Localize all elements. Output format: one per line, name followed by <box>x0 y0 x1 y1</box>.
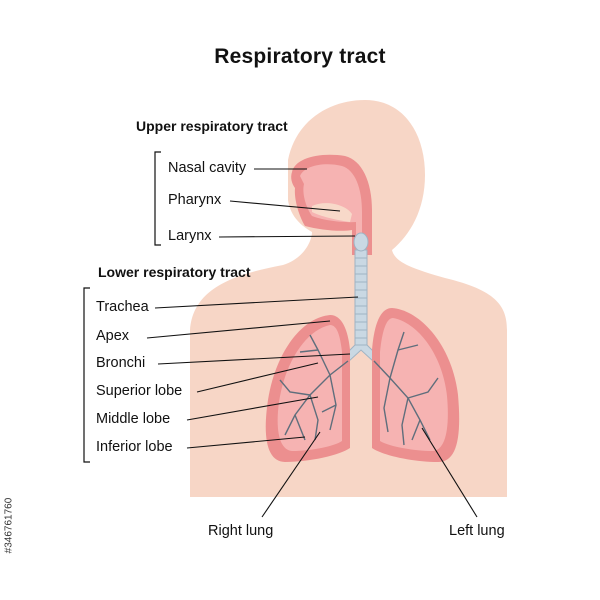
trachea-shape <box>339 232 383 363</box>
leader-larynx <box>218 235 356 238</box>
label-trachea: Trachea <box>96 299 149 315</box>
leader-inferior-lobe <box>186 436 306 449</box>
leader-bronchi <box>157 353 351 365</box>
label-bronchi: Bronchi <box>96 355 146 371</box>
label-nasal-cavity: Nasal cavity <box>168 160 247 176</box>
leader-trachea <box>154 296 359 309</box>
lower-tract-heading: Lower respiratory tract <box>98 264 251 280</box>
leader-left-lung <box>421 427 478 518</box>
label-apex: Apex <box>96 328 130 344</box>
lower-bracket <box>83 287 90 463</box>
head-airway <box>291 154 372 255</box>
leader-apex <box>146 320 331 339</box>
leader-superior-lobe <box>196 362 319 393</box>
upper-bracket <box>154 151 161 246</box>
leader-lines <box>146 168 478 518</box>
leader-right-lung <box>261 431 321 518</box>
stock-id: #346761760 <box>2 462 16 592</box>
stock-id-text: #346761760 <box>3 497 15 554</box>
label-larynx: Larynx <box>168 228 212 244</box>
label-superior-lobe: Superior lobe <box>96 383 183 399</box>
label-inferior-lobe: Inferior lobe <box>96 439 173 455</box>
label-pharynx: Pharynx <box>168 192 222 208</box>
upper-tract-heading: Upper respiratory tract <box>136 118 288 134</box>
diagram-title: Respiratory tract <box>214 45 386 68</box>
label-left-lung: Left lung <box>449 523 505 539</box>
label-middle-lobe: Middle lobe <box>96 411 171 427</box>
label-right-lung: Right lung <box>208 523 274 539</box>
leader-pharynx <box>229 200 341 212</box>
leader-middle-lobe <box>186 396 319 421</box>
right-lung-shape <box>265 315 350 462</box>
left-lung-shape <box>372 308 460 462</box>
